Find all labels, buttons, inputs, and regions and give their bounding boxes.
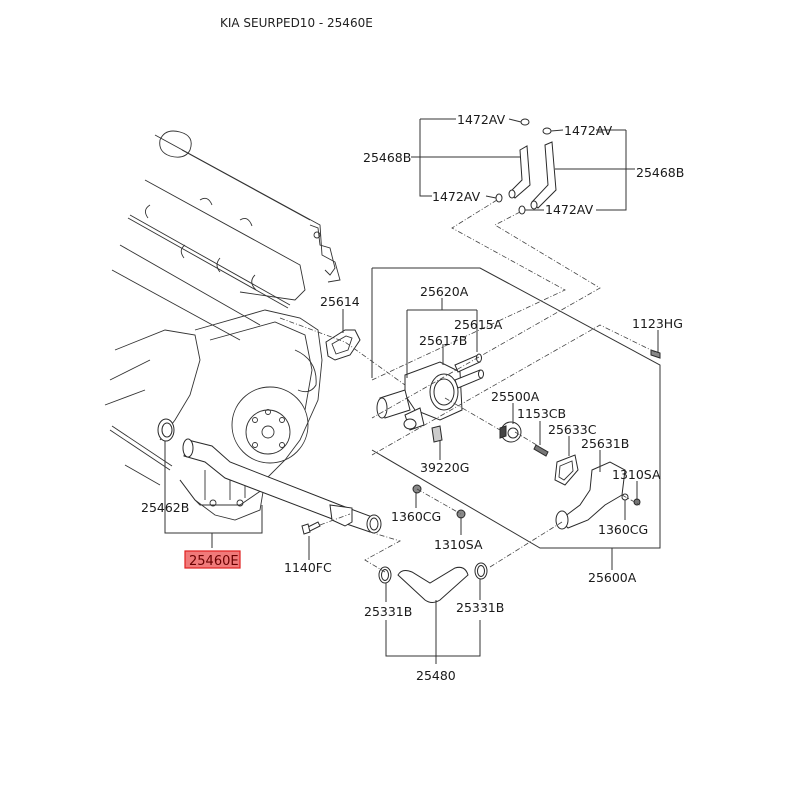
highlighted-part-label[interactable]: 25460E [184,550,241,569]
diagram-title: KIA SEURPED10 - 25460E [220,16,373,30]
part-label-39220g[interactable]: 39220G [420,460,469,475]
engine-illustration [104,130,341,521]
part-label-25480[interactable]: 25480 [416,668,456,683]
leader-lines [164,118,661,664]
hose-clamp-right-part [474,562,488,580]
part-label-25468b-left[interactable]: 25468B [363,150,411,165]
part-label-25615a[interactable]: 25615A [454,317,503,332]
part-label-25331b-left[interactable]: 25331B [364,604,412,619]
gasket-25633c-part [554,454,579,486]
part-label-1310sa-right[interactable]: 1310SA [612,467,661,482]
part-label-25614[interactable]: 25614 [320,294,360,309]
bolt-1123hg-part [650,349,661,359]
part-label-1360cg-right[interactable]: 1360CG [598,522,648,537]
o-ring-part [157,418,175,442]
part-labels: 1472AV 1472AV 1472AV 1472AV 25468B 25468… [141,112,684,683]
bypass-hose-left-part [508,145,531,199]
clip-parts [495,118,552,215]
part-label-25620a[interactable]: 25620A [420,284,469,299]
gasket-25614-part [325,329,361,361]
stud-part [533,444,549,457]
thermostat-part [499,421,522,443]
thermostat-housing-part [376,353,484,431]
part-label-1123hg[interactable]: 1123HG [632,316,683,331]
bolt-1140fc-part [301,521,321,535]
part-label-25460e[interactable]: 25460E [189,554,239,569]
part-label-1360cg-left[interactable]: 1360CG [391,509,441,524]
hose-clamp-left-part [378,566,392,584]
part-label-1140fc[interactable]: 1140FC [284,560,332,575]
temp-sensor-part [431,425,443,443]
part-label-25617b[interactable]: 25617B [419,333,467,348]
part-label-25600a[interactable]: 25600A [588,570,637,585]
water-pipe-part [182,438,382,534]
assembly-dash-lines [279,199,656,573]
bypass-hose-right-part [530,141,557,210]
part-label-25468b-right[interactable]: 25468B [636,165,684,180]
part-label-25631b[interactable]: 25631B [581,436,629,451]
part-label-1472av-top-left[interactable]: 1472AV [457,112,506,127]
part-label-1472av-bottom-left[interactable]: 1472AV [432,189,481,204]
part-label-1310sa-left[interactable]: 1310SA [434,537,483,552]
part-label-1472av-top-right[interactable]: 1472AV [564,123,613,138]
part-label-25500a[interactable]: 25500A [491,389,540,404]
part-label-1472av-bottom-right[interactable]: 1472AV [545,202,594,217]
part-label-1153cb[interactable]: 1153CB [517,406,566,421]
part-label-25633c[interactable]: 25633C [548,422,597,437]
highlight-box [184,550,241,569]
hose-25480-part [397,566,469,603]
part-label-25331b-right[interactable]: 25331B [456,600,504,615]
part-label-25462b[interactable]: 25462B [141,500,189,515]
